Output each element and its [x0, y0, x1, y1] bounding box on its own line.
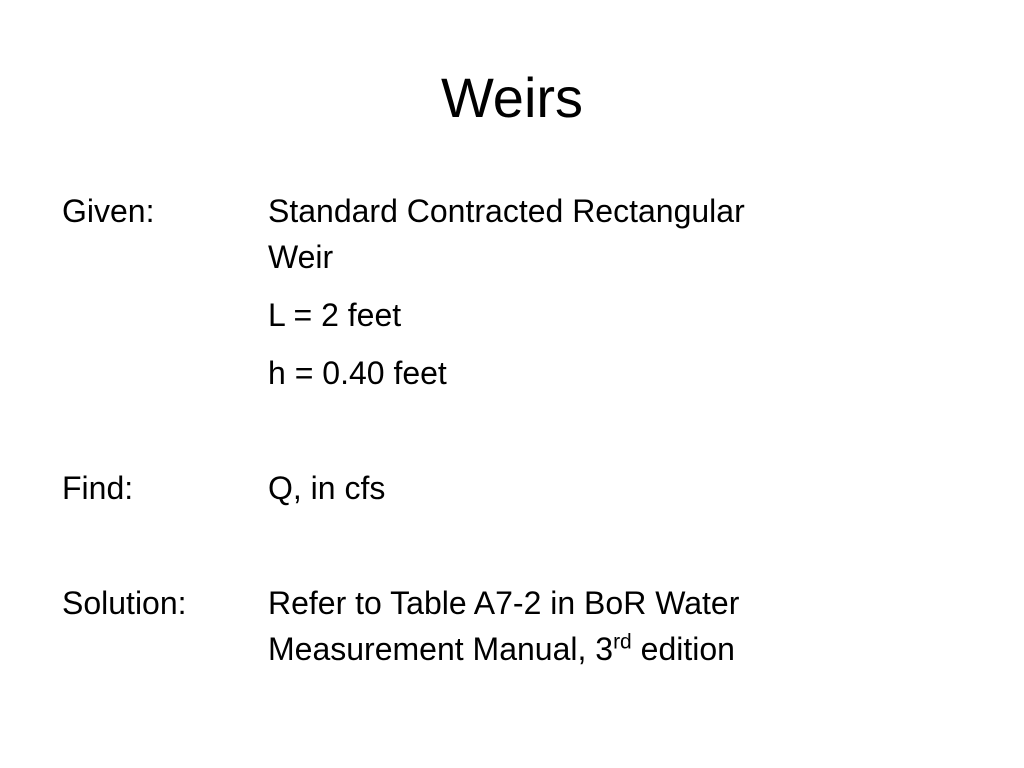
given-length: L = 2 feet [268, 297, 402, 333]
find-label: Find: [62, 470, 134, 506]
solution-label: Solution: [62, 585, 187, 621]
solution-line-2-main: Measurement Manual, 3 [268, 631, 614, 667]
given-line-2: Weir [268, 239, 334, 275]
given-head: h = 0.40 feet [268, 355, 447, 391]
solution-line-1: Refer to Table A7-2 in BoR Water [268, 585, 740, 621]
solution-line-2: Measurement Manual, 3rd edition [268, 627, 948, 671]
given-line-1: Standard Contracted Rectangular [268, 193, 745, 229]
solution-ordinal-suffix: rd [613, 630, 632, 654]
slide-title: Weirs [440, 66, 584, 129]
solution-line-2-tail: edition [631, 631, 735, 667]
find-value: Q, in cfs [268, 470, 386, 506]
given-label: Given: [62, 193, 155, 229]
